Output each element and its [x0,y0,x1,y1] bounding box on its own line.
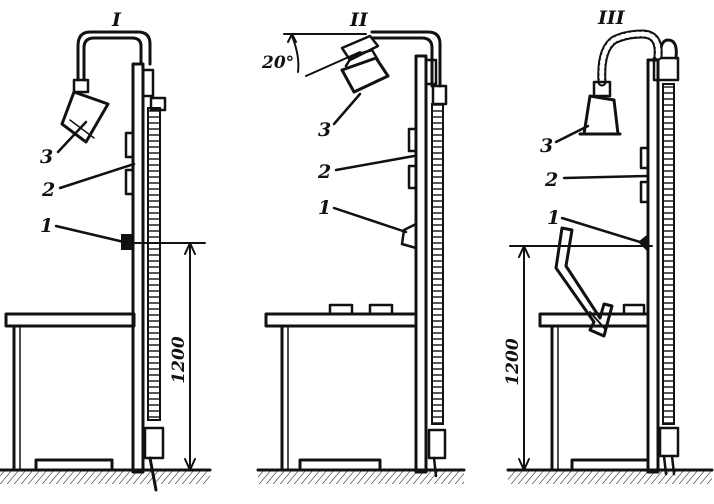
panel-2-column [407,54,438,474]
panel-1-lamp [60,30,152,144]
panel-1-numeral: I [111,9,122,31]
panel-1-callout-1: 1 [40,215,53,237]
panel-3-callout-1: 1 [547,207,560,229]
panel-1-column [124,62,155,474]
panel-3-lamp [578,29,663,136]
panel-3-workbench [538,303,650,472]
panel-3-numeral: III [597,7,626,29]
panel-2-callout-3: 3 [318,119,331,141]
panel-1-floor [0,468,212,484]
panel-3-dimension-label: 1200 [503,338,523,385]
panel-2-bracket [400,222,418,250]
panel-3-bracket [638,234,648,252]
panel-1-hose [143,96,167,492]
panel-3: III [503,7,714,484]
panel-2-angle-label: 20° [261,53,294,73]
panel-1: I [0,9,212,492]
panel-2-lamp [340,30,442,94]
panel-2-callouts: 1 2 3 [317,92,416,234]
panel-3-column [639,58,660,474]
panel-3-callout-2: 2 [544,169,558,191]
panel-3-callouts: 1 2 3 [540,124,650,244]
panel-2: II [256,9,466,484]
panel-3-arm [554,226,614,338]
panel-1-callout-3: 3 [40,146,53,168]
panel-1-callout-2: 2 [41,179,55,201]
panel-1-callouts: 1 2 3 [40,120,136,244]
panel-2-callout-1: 1 [318,197,331,219]
panel-2-floor [256,468,466,484]
panel-1-workbench [4,312,136,472]
panel-3-floor [506,468,714,484]
panel-1-dimension-label: 1200 [169,336,189,383]
panel-1-dimension: 1200 [124,242,206,471]
panel-2-callout-2: 2 [317,161,331,183]
panel-3-callout-3: 3 [540,135,553,157]
panel-2-numeral: II [349,9,369,31]
panel-2-angle: 20° [261,33,367,77]
panel-3-dimension: 1200 [503,245,653,471]
panel-2-workbench [264,303,418,472]
panel-2-hose [427,84,448,478]
